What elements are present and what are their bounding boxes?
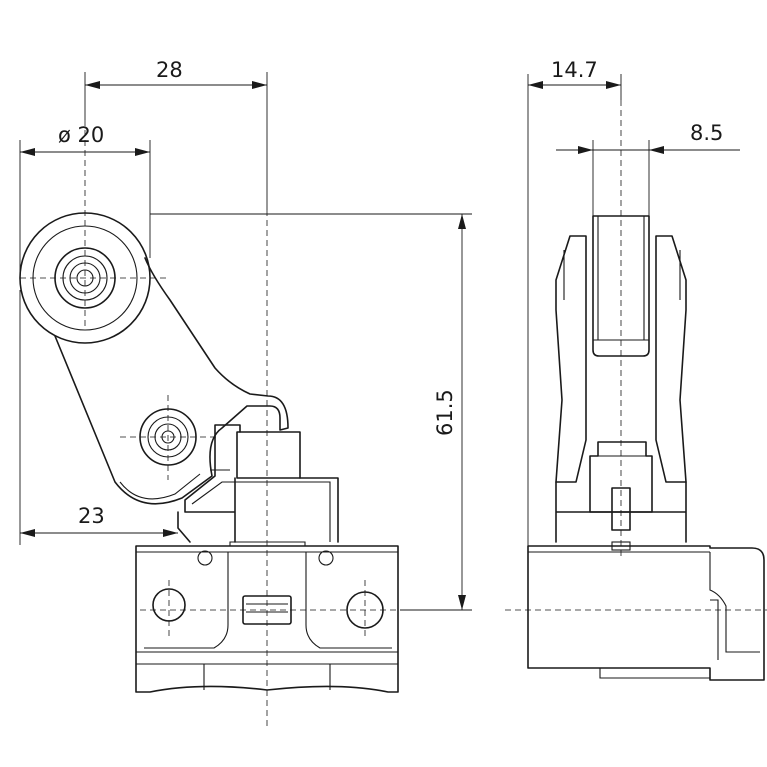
- actuator-housing-inner: [191, 469, 331, 542]
- left-screw: [197, 550, 213, 566]
- right-mounting-hole: [346, 591, 384, 629]
- dim-8-5-label: 8.5: [690, 121, 723, 145]
- side-housing-top: [555, 481, 687, 543]
- dim-23-arrow-left: [20, 529, 35, 537]
- dim-14-7-arrow-left: [528, 81, 543, 89]
- roller-inner-ring: [32, 225, 138, 331]
- dim-14-7-arrow-right: [606, 81, 621, 89]
- switch-body: [135, 545, 399, 693]
- dim-28-arrow-left: [85, 81, 100, 89]
- right-screw: [318, 550, 334, 566]
- dim-28-label: 28: [156, 58, 183, 82]
- actuator-housing: [184, 424, 339, 543]
- plunger: [236, 431, 301, 479]
- roller-hub: [54, 247, 116, 309]
- side-plunger: [611, 487, 631, 531]
- dim-d20-arrow-right: [135, 148, 150, 156]
- lever-arm: [54, 257, 289, 505]
- roller-hub-ring: [62, 255, 108, 301]
- pivot-boss: [139, 408, 197, 466]
- front-view: 28 ø 20 23 61.5: [19, 58, 472, 730]
- dim-28-arrow-right: [252, 81, 267, 89]
- side-fork-right: [655, 235, 687, 483]
- body-window: [242, 595, 292, 625]
- dim-d20-label: ø 20: [58, 123, 104, 147]
- left-mounting-hole: [152, 588, 186, 622]
- roller-axle-bore: [76, 269, 94, 287]
- body-top-rim: [136, 541, 398, 553]
- pivot-screw: [154, 423, 182, 451]
- dim-d20-arrow-left: [20, 148, 35, 156]
- side-plunger-seat: [611, 541, 631, 551]
- dim-8-5-arrow-right: [649, 146, 664, 154]
- lever-arm-inner-edge: [119, 473, 201, 500]
- dim-61-5-arrow-bottom: [458, 595, 466, 610]
- dim-23-arrow-right: [163, 529, 178, 537]
- body-inner-pocket: [144, 552, 392, 649]
- pivot-ring: [147, 416, 189, 458]
- side-roller-rim: [593, 216, 649, 341]
- dim-23-label: 23: [78, 504, 105, 528]
- side-fork-inner: [563, 250, 681, 300]
- pivot-bore: [161, 430, 175, 444]
- dim-14-7-label: 14.7: [551, 58, 598, 82]
- side-roller: [592, 215, 650, 357]
- side-fork-left: [555, 235, 587, 483]
- side-body-bottom: [528, 667, 710, 679]
- dim-8-5-arrow-left: [578, 146, 593, 154]
- side-body-detail: [528, 551, 760, 660]
- dim-61-5-arrow-top: [458, 214, 466, 229]
- lever-stop: [177, 511, 191, 543]
- dim-61-5-label: 61.5: [433, 389, 457, 436]
- body-bottom-band: [136, 651, 398, 690]
- roller-axle: [69, 262, 101, 294]
- side-view: 14.7 8.5: [505, 58, 767, 681]
- side-body: [527, 545, 765, 681]
